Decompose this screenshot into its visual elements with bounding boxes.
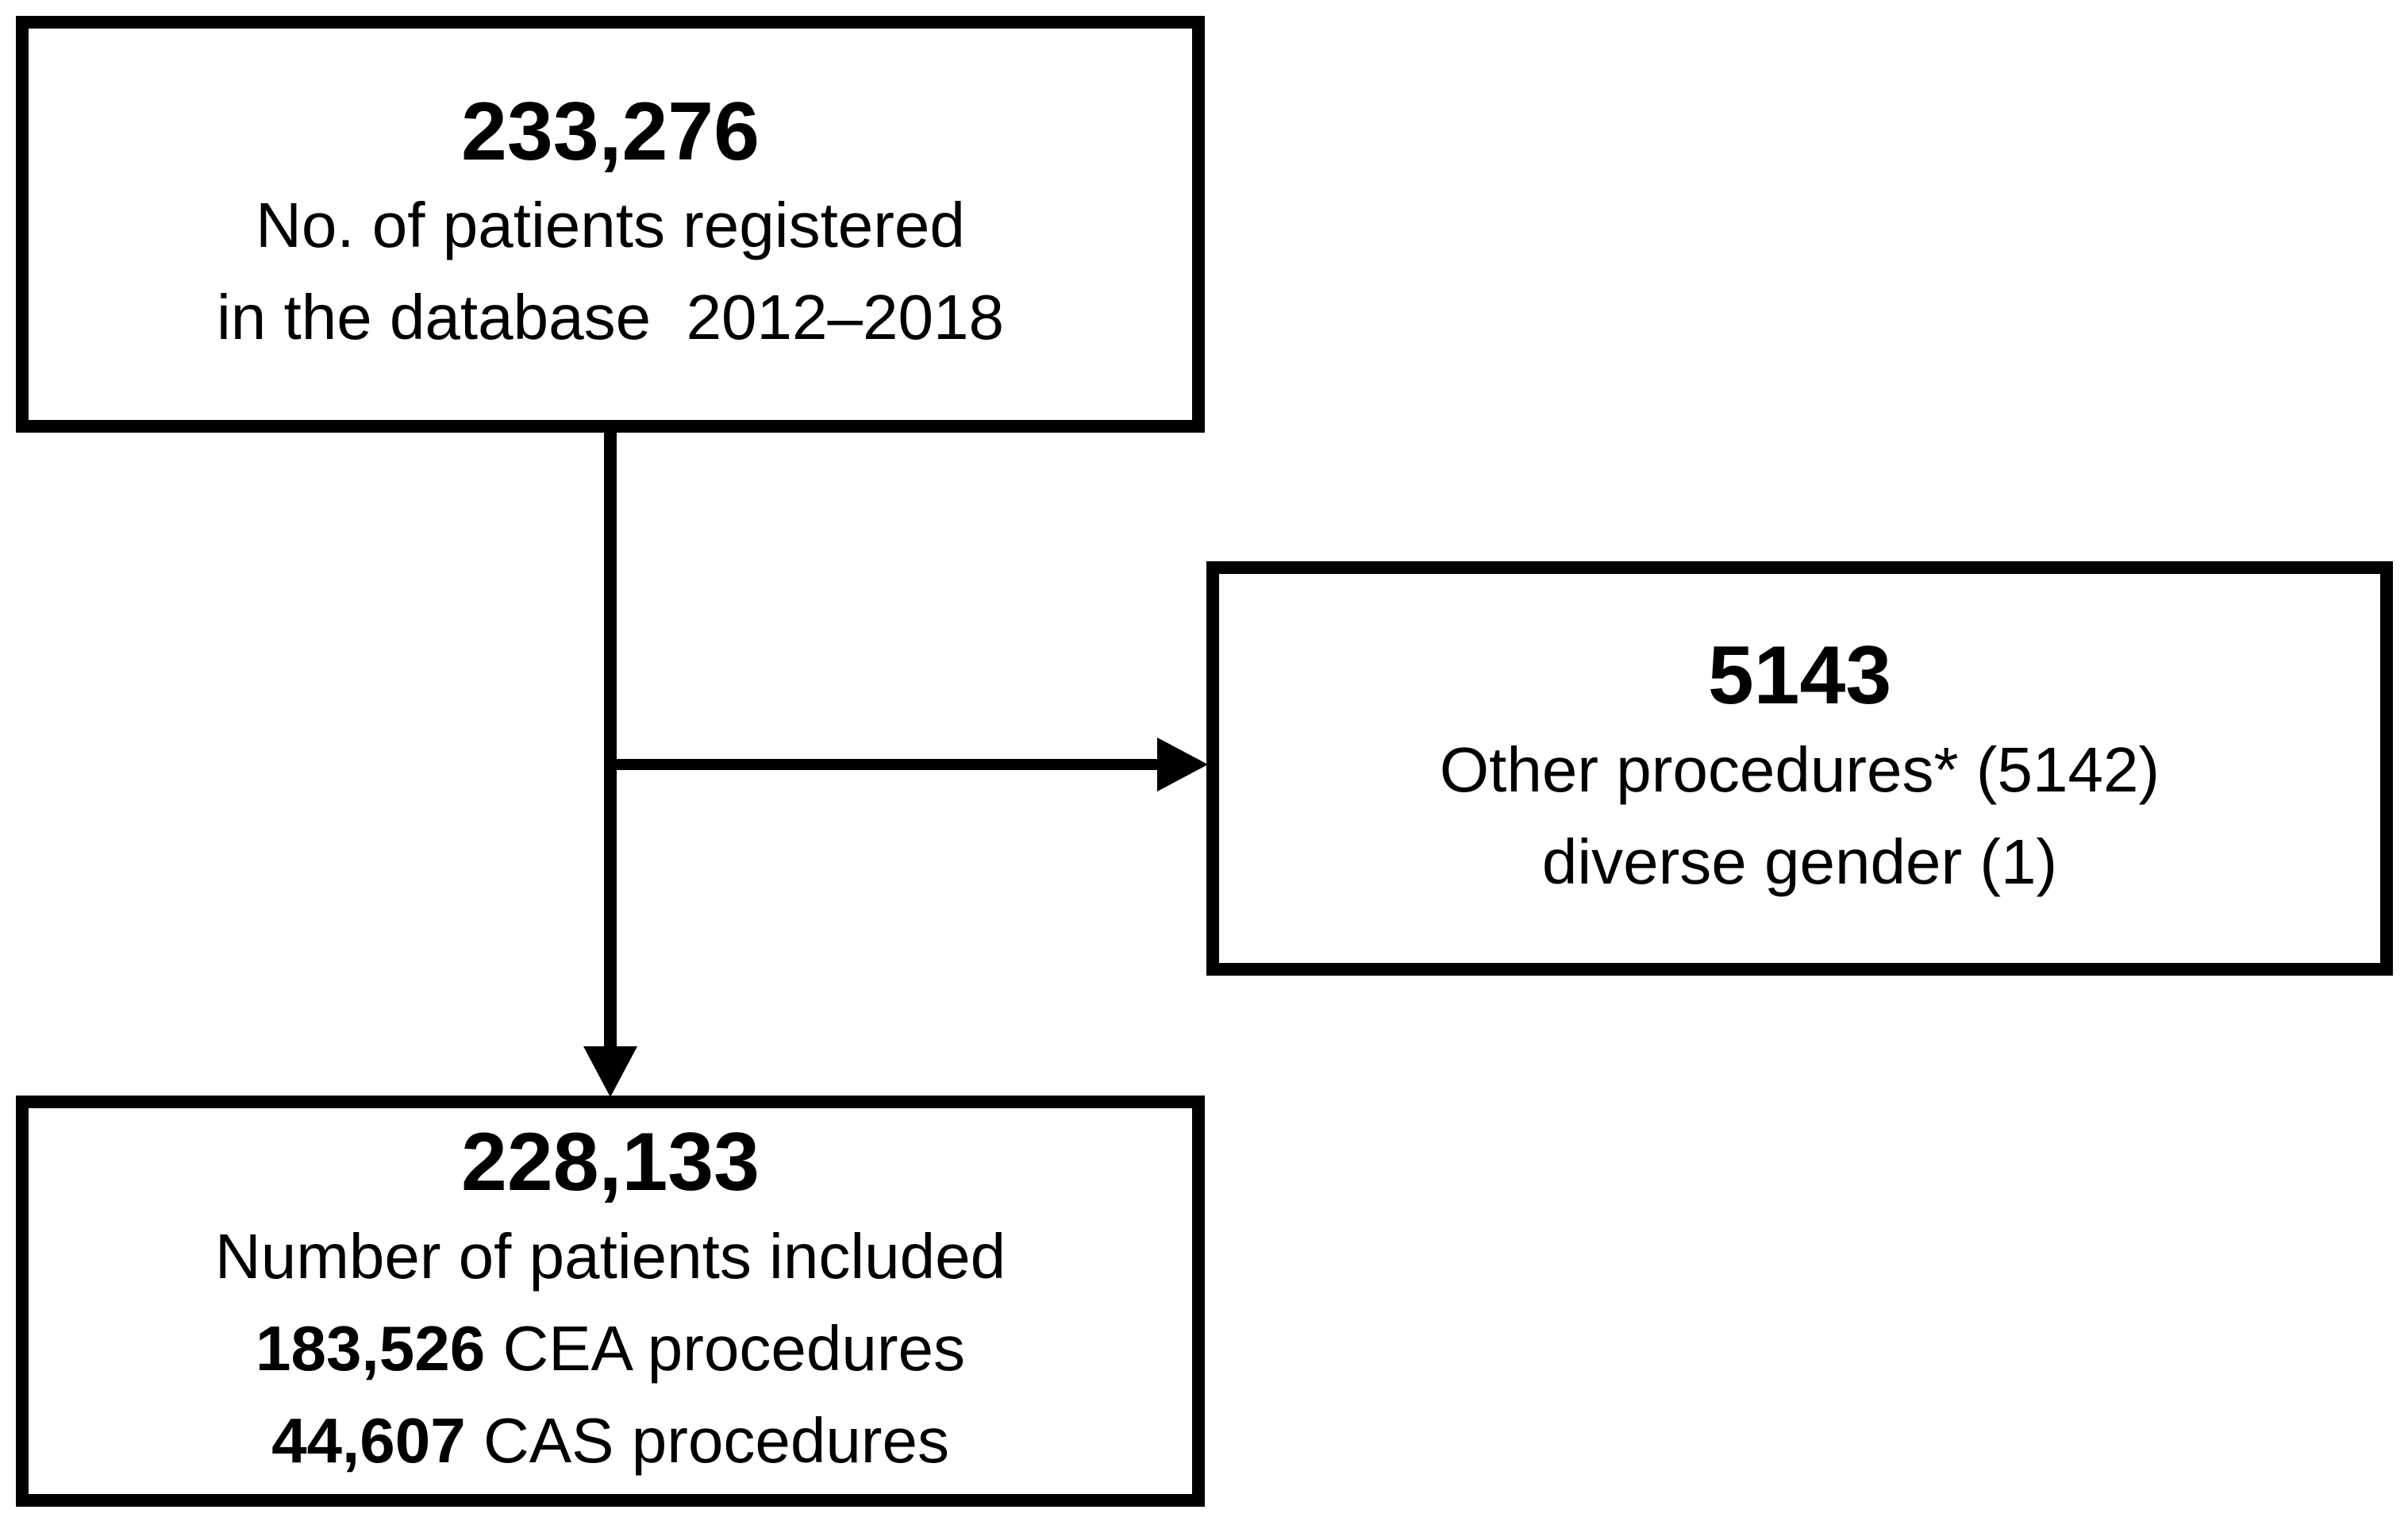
cea-procedures-line: 183,526 CEA procedures (256, 1303, 965, 1395)
cas-label: CAS procedures (483, 1404, 949, 1476)
registered-patients-box: 233,276 No. of patients registered in th… (16, 16, 1205, 433)
excluded-patients-box: 5143 Other procedures* (5142) diverse ge… (1206, 561, 2393, 976)
excluded-count: 5143 (1707, 630, 1892, 722)
included-label: Number of patients included (214, 1220, 1006, 1292)
excluded-other-procedures: Other procedures* (5142) (1439, 734, 2160, 805)
cea-count: 183,526 (256, 1312, 486, 1384)
registered-label-database: in the database (217, 282, 652, 353)
registered-label-line1: No. of patients registered (256, 190, 965, 261)
registered-label-line2: in the database 2012–2018 (217, 271, 1004, 364)
excluded-diverse-gender: diverse gender (1) (1541, 826, 2058, 897)
cas-procedures-line: 44,607 CAS procedures (271, 1395, 949, 1487)
cas-count: 44,607 (271, 1404, 466, 1476)
registered-count: 233,276 (461, 85, 760, 178)
included-patients-box: 228,133 Number of patients included 183,… (16, 1096, 1205, 1507)
right-arrowhead (1157, 737, 1208, 791)
down-arrowhead (583, 1046, 637, 1097)
included-count: 228,133 (461, 1116, 760, 1209)
cea-label: CEA procedures (502, 1312, 965, 1384)
registered-label-years: 2012–2018 (686, 282, 1004, 353)
